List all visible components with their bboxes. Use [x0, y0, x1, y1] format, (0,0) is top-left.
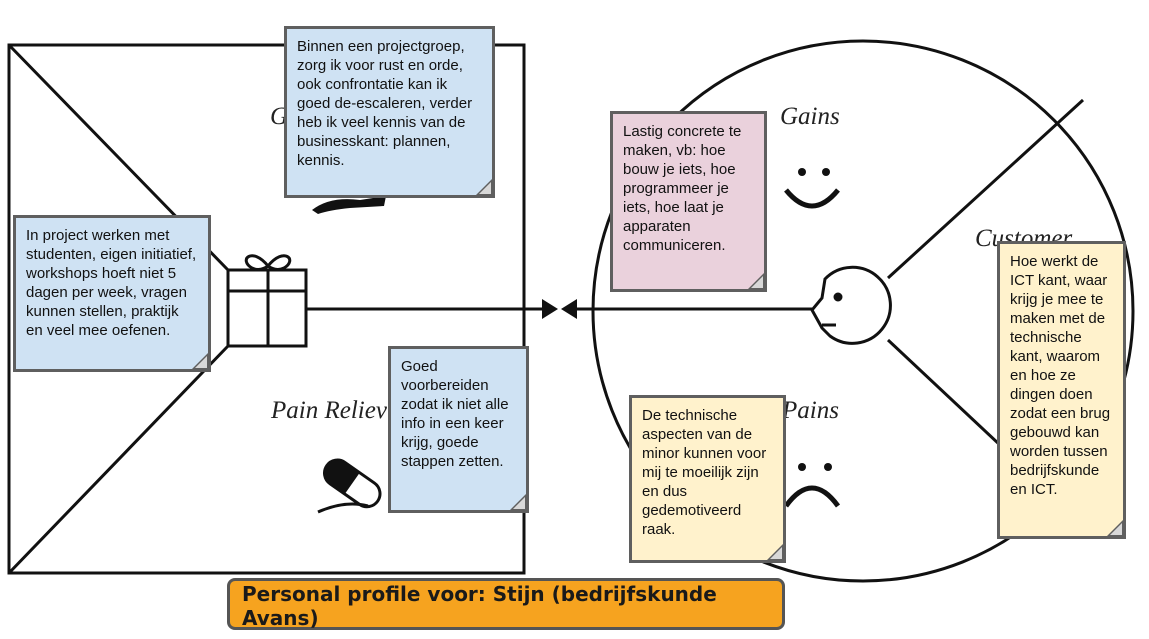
gain-creators-label: G: [270, 103, 289, 130]
gains-label: Gains: [780, 103, 840, 130]
frown-icon: [783, 463, 841, 508]
note-curl-icon: [507, 491, 529, 513]
gift-icon: [226, 254, 308, 348]
note-lastig-text: Lastig concrete te maken, vb: hoe bouw j…: [623, 123, 742, 254]
note-curl-icon: [189, 350, 211, 372]
note-curl-icon: [764, 541, 786, 563]
smile-icon: [784, 168, 840, 209]
note-curl-icon: [745, 270, 767, 292]
note-technische-text: De technische aspecten van de minor kunn…: [642, 407, 767, 538]
note-curl-icon: [473, 176, 495, 198]
profile-title: Personal profile voor: Stijn (bedrijfsku…: [227, 578, 785, 630]
pain-relievers-label: Pain Reliev: [271, 397, 387, 424]
customer-face-icon: [810, 265, 892, 345]
note-project-werken-text: In project werken met studenten, eigen i…: [26, 227, 197, 339]
note-voorbereiden-text: Goed voorbereiden zodat ik niet alle inf…: [401, 358, 509, 470]
note-voorbereiden: Goed voorbereiden zodat ik niet alle inf…: [388, 346, 529, 513]
pains-label: Pains: [782, 397, 839, 424]
pill-icon: [317, 458, 382, 514]
note-curl-icon: [1104, 517, 1126, 539]
note-lastig: Lastig concrete te maken, vb: hoe bouw j…: [610, 111, 767, 292]
note-technische: De technische aspecten van de minor kunn…: [629, 395, 786, 563]
wand-icon: [312, 196, 386, 214]
note-ict-text: Hoe werkt de ICT kant, waar krijg je mee…: [1010, 253, 1111, 498]
note-projectgroep-text: Binnen een projectgroep, zorg ik voor ru…: [297, 38, 473, 169]
note-projectgroep: Binnen een projectgroep, zorg ik voor ru…: [284, 26, 495, 198]
note-ict: Hoe werkt de ICT kant, waar krijg je mee…: [997, 241, 1126, 539]
fit-arrows: [306, 299, 812, 319]
note-project-werken: In project werken met studenten, eigen i…: [13, 215, 211, 372]
